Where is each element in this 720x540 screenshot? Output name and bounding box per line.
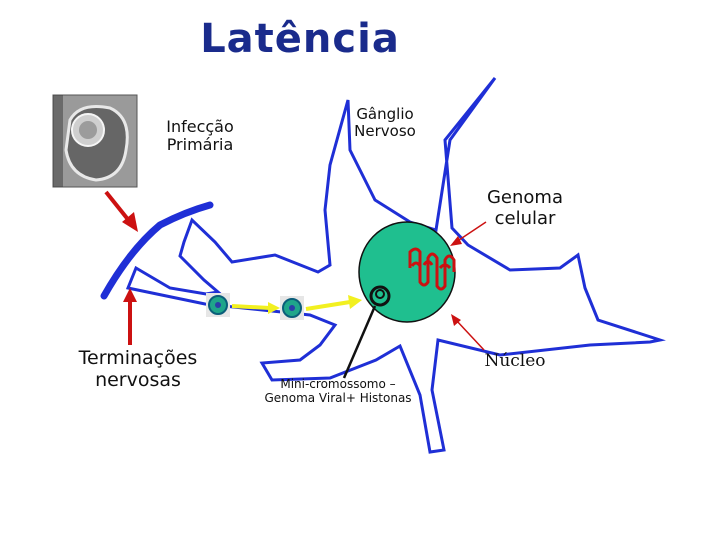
axon-terminal <box>100 201 214 300</box>
nucleus-pointer-arrow <box>451 314 485 351</box>
minichromosome-pointer <box>342 305 377 379</box>
transport-arrow-1 <box>231 302 280 314</box>
viral-minichromosome <box>369 285 391 307</box>
terminal-arrow <box>123 288 137 345</box>
label-nucleo: Núcleo <box>484 351 546 371</box>
label-terminacoes-nervosas: Terminações nervosas <box>78 347 198 391</box>
label-ganglio-nervoso: Gânglio Nervoso <box>354 105 416 141</box>
virus-micrograph <box>52 94 138 188</box>
label-mini-cromossomo: Mini-cromossomo – Genoma Viral+ Histonas <box>264 377 412 405</box>
transport-arrow-2 <box>305 295 362 311</box>
virus-particle-1 <box>206 293 230 317</box>
neuron-outline <box>125 77 666 454</box>
label-infeccao-primaria: Infecção Primária <box>166 117 234 155</box>
page-title: Latência <box>200 16 400 62</box>
infection-arrow <box>104 190 138 232</box>
label-genoma-celular: Genoma celular <box>486 187 563 229</box>
genome-pointer-arrow <box>450 221 487 246</box>
virus-particle-2 <box>280 296 304 320</box>
cellular-genome <box>408 247 456 291</box>
